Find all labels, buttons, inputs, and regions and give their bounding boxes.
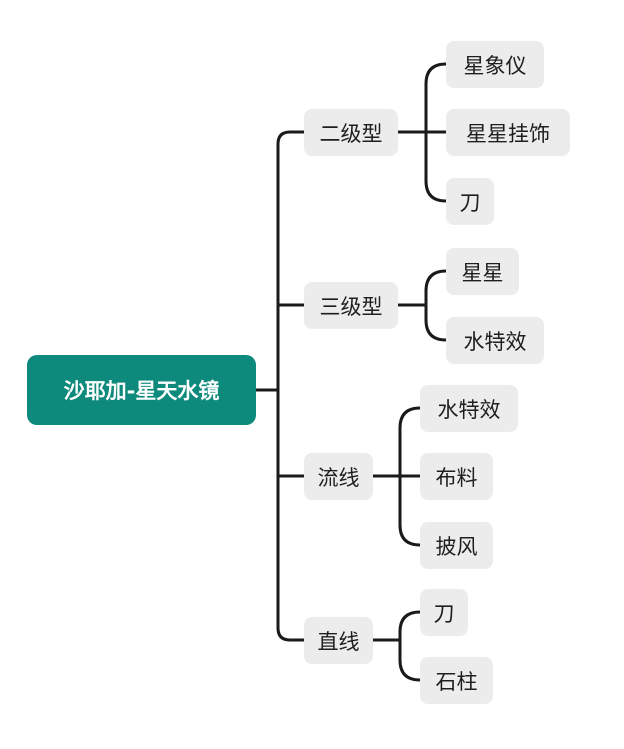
leaf-node-2-1[interactable]: 星星 [446, 248, 519, 295]
leaf-node-1-2-label: 星星挂饰 [466, 121, 550, 146]
branch-node-3[interactable]: 流线 [304, 453, 373, 500]
leaf-node-2-1-label: 星星 [461, 260, 504, 285]
leaf-node-1-1[interactable]: 星象仪 [446, 41, 544, 88]
leaf-node-4-1-label: 刀 [433, 601, 455, 626]
leaf-node-3-1[interactable]: 水特效 [420, 385, 518, 432]
branch-node-2-label: 三级型 [319, 294, 383, 319]
leaf-node-3-2[interactable]: 布料 [420, 453, 493, 500]
branch-node-1-label: 二级型 [319, 121, 383, 146]
connector-root-trunk [276, 130, 292, 642]
leaf-node-4-1[interactable]: 刀 [420, 589, 468, 636]
leaf-node-1-3[interactable]: 刀 [446, 178, 494, 225]
branch-node-2[interactable]: 三级型 [304, 282, 398, 329]
leaf-node-3-1-label: 水特效 [437, 397, 501, 422]
branch-node-3-label: 流线 [317, 465, 360, 490]
branch-node-1[interactable]: 二级型 [304, 109, 398, 156]
leaf-node-3-3[interactable]: 披风 [420, 522, 493, 569]
leaf-node-3-2-label: 布料 [435, 465, 478, 490]
root-node[interactable]: 沙耶加-星天水镜 [27, 355, 256, 425]
leaf-node-4-2[interactable]: 石柱 [420, 657, 493, 704]
leaf-node-4-2-label: 石柱 [435, 669, 478, 694]
branch-node-4[interactable]: 直线 [304, 617, 373, 664]
connector-b4-trunk [398, 610, 422, 682]
branch-node-4-label: 直线 [317, 629, 360, 654]
leaf-node-1-3-label: 刀 [459, 190, 481, 215]
leaf-node-2-2[interactable]: 水特效 [446, 317, 544, 364]
leaf-node-1-2[interactable]: 星星挂饰 [446, 109, 570, 156]
leaf-node-1-1-label: 星象仪 [463, 53, 527, 78]
root-node-label: 沙耶加-星天水镜 [63, 379, 220, 403]
connector-b2-trunk [424, 269, 448, 342]
leaf-node-3-3-label: 披风 [435, 534, 478, 559]
leaf-node-2-2-label: 水特效 [463, 329, 527, 354]
